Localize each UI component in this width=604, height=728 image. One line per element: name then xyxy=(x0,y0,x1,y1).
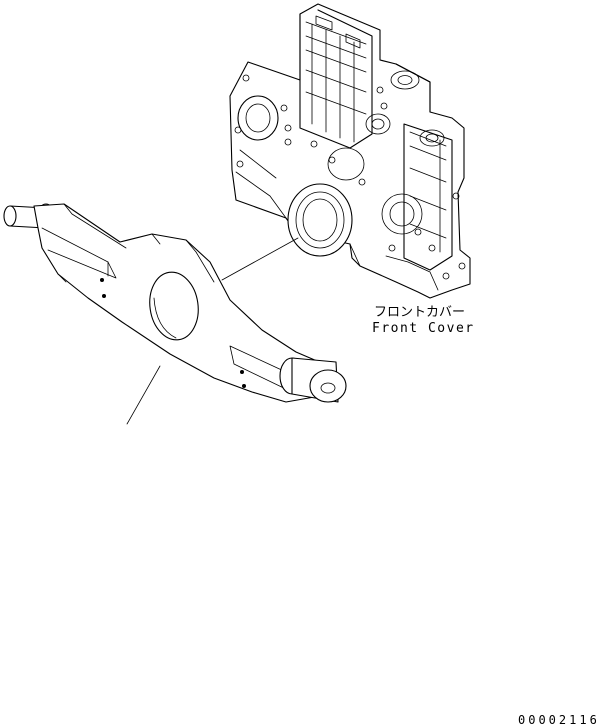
front-cover-label-en: Front Cover xyxy=(372,321,475,336)
drawing-number: 00002116 xyxy=(518,713,600,727)
front-support-bracket xyxy=(3,203,347,403)
leader-line-front-cover xyxy=(221,237,299,281)
front-cover-label-jp: フロントカバー xyxy=(374,305,465,320)
front-cover-part xyxy=(229,3,471,299)
leader-line-bracket xyxy=(126,365,161,425)
